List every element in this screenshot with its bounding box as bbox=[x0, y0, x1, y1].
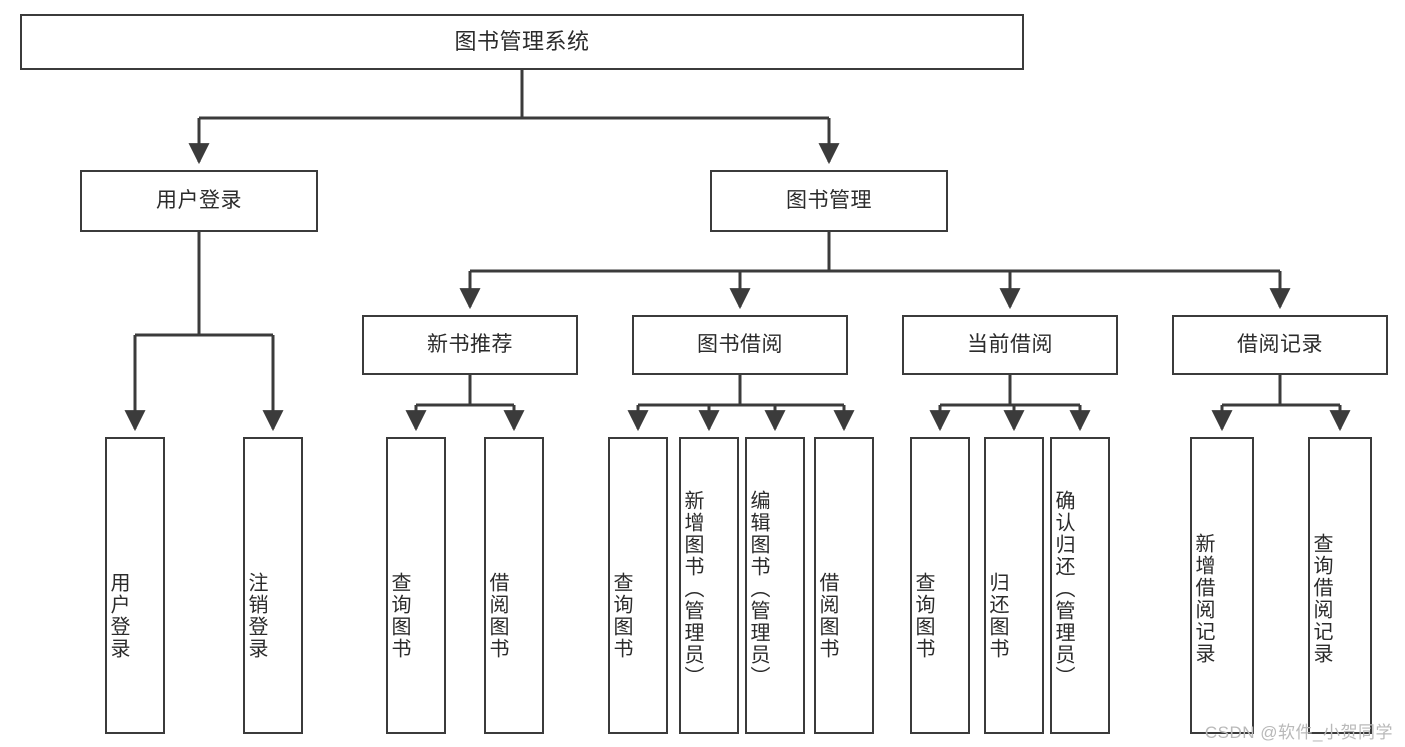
node-book-borrow-label: 图书借阅 bbox=[697, 332, 783, 356]
node-leaf-edit-book-admin[interactable]: 编辑图书（管理员） bbox=[745, 437, 805, 734]
node-new-book-recommend-label: 新书推荐 bbox=[427, 332, 513, 356]
node-leaf-return-book[interactable]: 归还图书 bbox=[984, 437, 1044, 734]
node-leaf-query-book-1-label: 查询图书 bbox=[388, 571, 410, 660]
node-current-borrow[interactable]: 当前借阅 bbox=[902, 315, 1118, 375]
node-leaf-borrow-book-1[interactable]: 借阅图书 bbox=[484, 437, 544, 734]
node-leaf-user-login[interactable]: 用户登录 bbox=[105, 437, 165, 734]
node-leaf-confirm-return[interactable]: 确认归还（管理员） bbox=[1050, 437, 1110, 734]
node-leaf-return-book-label: 归还图书 bbox=[986, 571, 1008, 660]
node-leaf-edit-book-admin-label: 编辑图书（管理员） bbox=[747, 489, 769, 688]
node-current-borrow-label: 当前借阅 bbox=[967, 332, 1053, 356]
node-book-manage-label: 图书管理 bbox=[786, 188, 872, 212]
node-leaf-query-book-3[interactable]: 查询图书 bbox=[910, 437, 970, 734]
node-leaf-borrow-book-2-label: 借阅图书 bbox=[816, 571, 838, 660]
node-leaf-query-book-1[interactable]: 查询图书 bbox=[386, 437, 446, 734]
node-leaf-logout[interactable]: 注销登录 bbox=[243, 437, 303, 734]
node-leaf-add-book-admin-label: 新增图书（管理员） bbox=[681, 489, 703, 688]
node-leaf-borrow-book-1-label: 借阅图书 bbox=[486, 571, 508, 660]
node-borrow-record-label: 借阅记录 bbox=[1237, 332, 1323, 356]
node-leaf-logout-label: 注销登录 bbox=[245, 571, 267, 660]
node-leaf-confirm-return-label: 确认归还（管理员） bbox=[1052, 489, 1074, 688]
node-book-borrow[interactable]: 图书借阅 bbox=[632, 315, 848, 375]
node-leaf-query-book-2[interactable]: 查询图书 bbox=[608, 437, 668, 734]
node-leaf-query-book-2-label: 查询图书 bbox=[610, 571, 632, 660]
node-root[interactable]: 图书管理系统 bbox=[20, 14, 1024, 70]
node-leaf-add-record-label: 新增借阅记录 bbox=[1192, 532, 1214, 665]
node-leaf-query-record-label: 查询借阅记录 bbox=[1310, 532, 1332, 665]
node-user-login-label: 用户登录 bbox=[156, 188, 242, 212]
node-leaf-query-record[interactable]: 查询借阅记录 bbox=[1308, 437, 1372, 734]
node-new-book-recommend[interactable]: 新书推荐 bbox=[362, 315, 578, 375]
node-user-login[interactable]: 用户登录 bbox=[80, 170, 318, 232]
node-leaf-add-record[interactable]: 新增借阅记录 bbox=[1190, 437, 1254, 734]
node-leaf-borrow-book-2[interactable]: 借阅图书 bbox=[814, 437, 874, 734]
node-book-manage[interactable]: 图书管理 bbox=[710, 170, 948, 232]
node-leaf-user-login-label: 用户登录 bbox=[107, 571, 129, 660]
node-root-label: 图书管理系统 bbox=[454, 29, 590, 55]
node-borrow-record[interactable]: 借阅记录 bbox=[1172, 315, 1388, 375]
node-leaf-query-book-3-label: 查询图书 bbox=[912, 571, 934, 660]
csdn-watermark: CSDN @软件_小贺同学 bbox=[1204, 723, 1393, 742]
node-leaf-add-book-admin[interactable]: 新增图书（管理员） bbox=[679, 437, 739, 734]
